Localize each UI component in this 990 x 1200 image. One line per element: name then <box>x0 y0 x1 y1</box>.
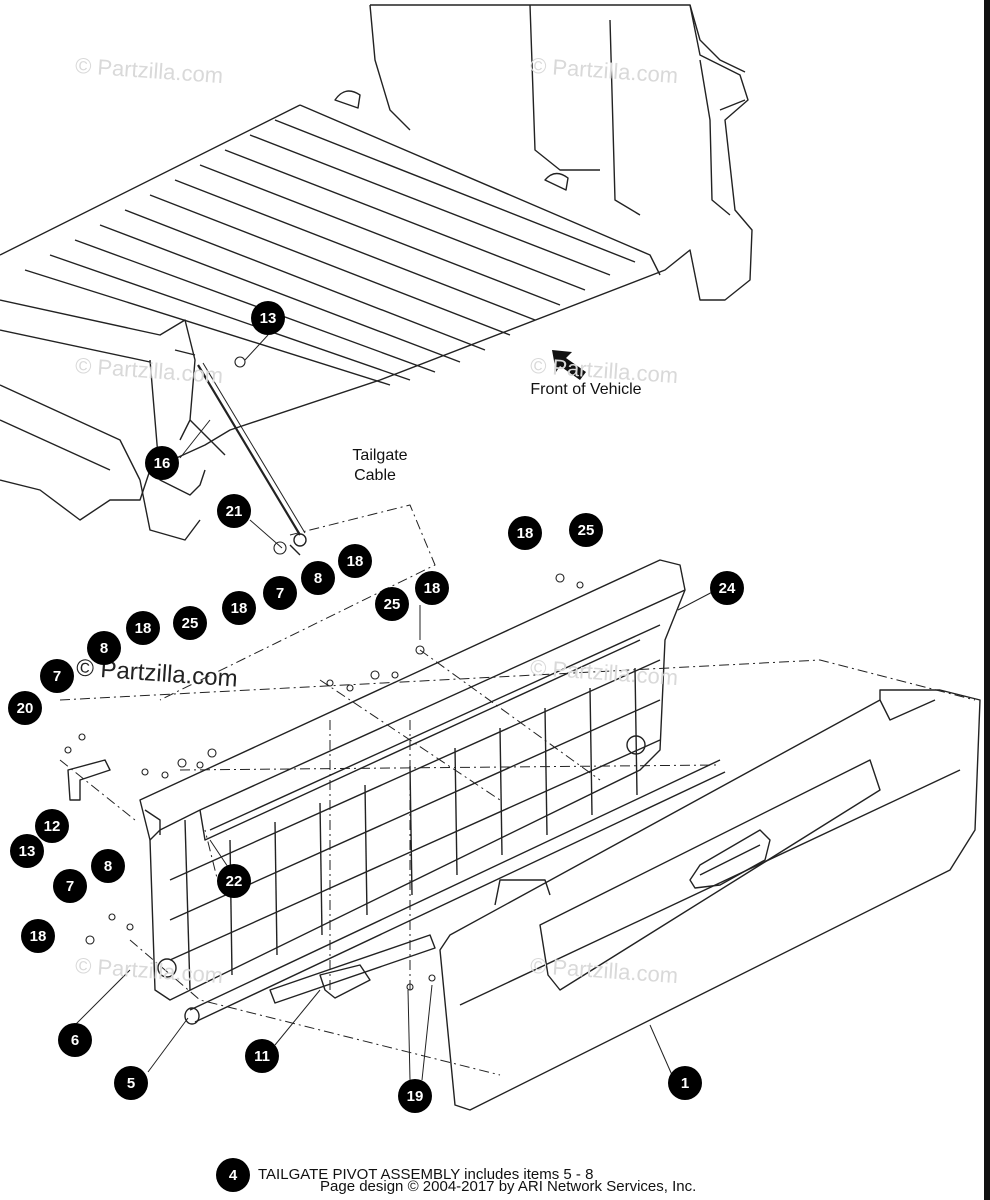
callout-16: 16 <box>145 446 179 480</box>
callout-20: 20 <box>8 691 42 725</box>
callout-4: 4 <box>216 1158 250 1192</box>
front-arrow-icon <box>552 350 586 380</box>
tailgate-outer-skin <box>439 689 981 1111</box>
assembly-leader-lines <box>59 504 976 1076</box>
callout-5: 5 <box>114 1066 148 1100</box>
callout-22: 22 <box>217 864 251 898</box>
callout-11: 11 <box>245 1039 279 1073</box>
tailgate-cable <box>197 362 307 556</box>
assembly-note: TAILGATE PIVOT ASSEMBLY includes items 5… <box>258 1166 594 1183</box>
callout-18: 18 <box>415 571 449 605</box>
page-copyright: Page design © 2004-2017 by ARI Network S… <box>320 1178 697 1195</box>
scrollbar-edge <box>984 0 990 1200</box>
callout-24: 24 <box>710 571 744 605</box>
callout-8: 8 <box>87 631 121 665</box>
callout-8: 8 <box>91 849 125 883</box>
callout-18: 18 <box>338 544 372 578</box>
callout-25: 25 <box>375 587 409 621</box>
callout-7: 7 <box>40 659 74 693</box>
front-of-vehicle-label: Front of Vehicle <box>530 381 642 398</box>
callout-18: 18 <box>222 591 256 625</box>
pivot-rod <box>184 759 726 1025</box>
callout-25: 25 <box>173 606 207 640</box>
callout-8: 8 <box>301 561 335 595</box>
callout-12: 12 <box>35 809 69 843</box>
callout-6: 6 <box>58 1023 92 1057</box>
callout-7: 7 <box>53 869 87 903</box>
tailgate-inner-panel <box>139 559 686 1001</box>
fasteners <box>64 356 584 991</box>
callout-1: 1 <box>668 1066 702 1100</box>
tailgate-cable-label-line1: Tailgate <box>352 447 408 464</box>
hinge-bracket <box>67 759 111 801</box>
callout-15: 13 <box>251 301 285 335</box>
callout-19: 19 <box>398 1079 432 1113</box>
callout-18: 18 <box>126 611 160 645</box>
callout-18: 18 <box>21 919 55 953</box>
latch-bar <box>269 934 436 1004</box>
callout-18: 18 <box>508 516 542 550</box>
callout-13: 13 <box>10 834 44 868</box>
callout-7: 7 <box>263 576 297 610</box>
callout-25: 25 <box>569 513 603 547</box>
tailgate-cable-label-line2: Cable <box>354 467 396 484</box>
callout-21: 21 <box>217 494 251 528</box>
